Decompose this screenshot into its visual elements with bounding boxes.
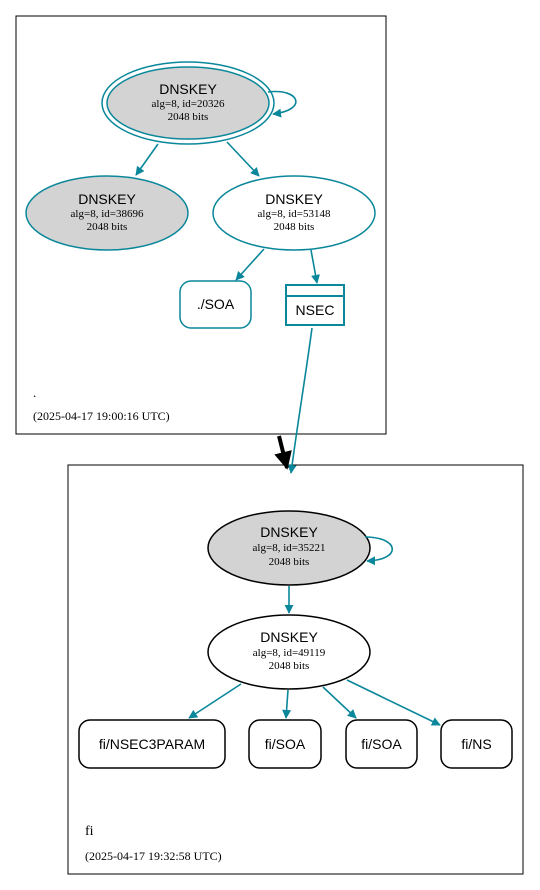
- fi-ns-label: fi/NS: [461, 736, 491, 752]
- zone-root-box: [15, 15, 387, 435]
- zone-root-name: .: [33, 385, 36, 400]
- edge-root-zsk-to-soa: [235, 248, 265, 281]
- zone-root-timestamp: (2025-04-17 19:00:16 UTC): [33, 409, 170, 423]
- fi-soa-2-node[interactable]: fi/SOA: [345, 719, 418, 769]
- fi-zsk-size: 2048 bits: [269, 660, 310, 672]
- root-nsec-label: NSEC: [296, 302, 335, 318]
- root-key-38696-size: 2048 bits: [87, 221, 128, 233]
- root-zsk-size: 2048 bits: [274, 221, 315, 233]
- edge-root-ksk-to-zsk: [226, 141, 260, 177]
- edge-root-ksk-self: [267, 90, 297, 118]
- root-ksk-size: 2048 bits: [168, 111, 209, 123]
- root-zsk-title: DNSKEY: [265, 191, 323, 207]
- edge-root-ksk-to-38696: [135, 143, 159, 176]
- root-nsec-node[interactable]: NSEC: [285, 284, 345, 326]
- fi-nsec3param-node[interactable]: fi/NSEC3PARAM: [78, 719, 226, 769]
- edge-nsec-to-fi: [287, 327, 313, 474]
- edge-fi-zsk-to-soa-2: [322, 686, 357, 719]
- fi-ksk-node[interactable]: DNSKEY alg=8, id=35221 2048 bits: [207, 510, 371, 586]
- zone-fi-timestamp: (2025-04-17 19:32:58 UTC): [85, 849, 222, 863]
- fi-soa-2-label: fi/SOA: [361, 736, 402, 752]
- root-key-38696-node[interactable]: DNSKEY alg=8, id=38696 2048 bits: [25, 175, 189, 251]
- root-ksk-detail: alg=8, id=20326: [152, 98, 225, 110]
- fi-ksk-title: DNSKEY: [260, 524, 318, 540]
- root-zsk-node[interactable]: DNSKEY alg=8, id=53148 2048 bits: [212, 175, 376, 251]
- fi-nsec3param-label: fi/NSEC3PARAM: [99, 736, 205, 752]
- fi-soa-1-node[interactable]: fi/SOA: [248, 719, 322, 769]
- root-ksk-node[interactable]: DNSKEY alg=8, id=20326 2048 bits: [101, 61, 275, 145]
- edge-fi-zsk-to-ns: [346, 679, 441, 726]
- fi-soa-1-label: fi/SOA: [265, 736, 306, 752]
- fi-ksk-detail: alg=8, id=35221: [253, 542, 326, 554]
- root-soa-label: ./SOA: [197, 296, 235, 312]
- root-soa-node[interactable]: ./SOA: [179, 280, 252, 329]
- edge-fi-zsk-to-nsec3param: [188, 683, 242, 719]
- edge-root-zsk-to-nsec: [310, 249, 320, 284]
- root-ksk-title: DNSKEY: [159, 81, 217, 97]
- edge-fi-zsk-to-soa-1: [282, 689, 292, 719]
- zone-fi-name: fi: [85, 824, 94, 839]
- fi-zsk-node[interactable]: DNSKEY alg=8, id=49119 2048 bits: [207, 614, 371, 690]
- edges: [135, 90, 441, 726]
- edge-delegation-root-to-fi: [274, 435, 292, 470]
- edge-fi-ksk-self: [364, 536, 394, 566]
- root-key-38696-title: DNSKEY: [78, 191, 136, 207]
- fi-ns-node[interactable]: fi/NS: [440, 719, 513, 769]
- root-zsk-detail: alg=8, id=53148: [258, 208, 331, 220]
- fi-zsk-title: DNSKEY: [260, 629, 318, 645]
- fi-zsk-detail: alg=8, id=49119: [253, 647, 326, 659]
- root-key-38696-detail: alg=8, id=38696: [71, 208, 144, 220]
- zone-root: . (2025-04-17 19:00:16 UTC): [15, 15, 387, 435]
- fi-ksk-size: 2048 bits: [269, 556, 310, 568]
